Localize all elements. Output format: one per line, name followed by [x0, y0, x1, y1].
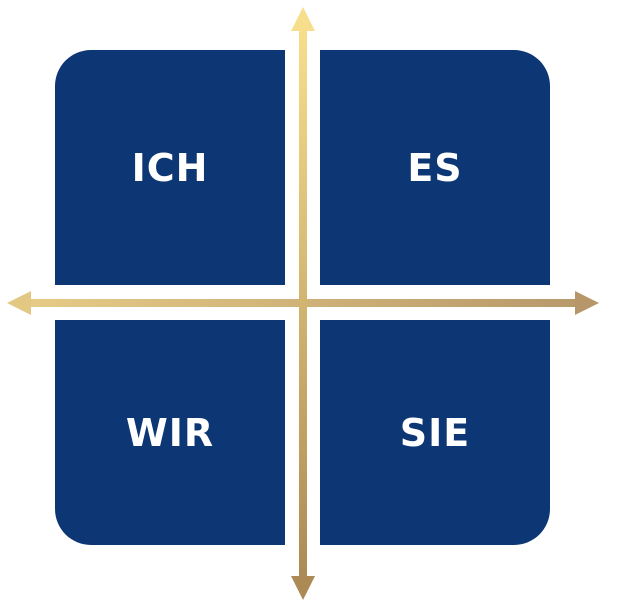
quadrant-label: ES — [407, 145, 463, 190]
quadrant-label: SIE — [399, 410, 471, 455]
quadrant-label: ICH — [131, 145, 209, 190]
vertical-axis-arrow — [291, 7, 315, 600]
quadrant-sie: SIE — [320, 320, 550, 545]
horizontal-axis-arrow — [7, 291, 599, 315]
quadrant-es: ES — [320, 50, 550, 285]
quadrant-ich: ICH — [55, 50, 285, 285]
quadrant-label: WIR — [125, 410, 215, 455]
quadrant-wir: WIR — [55, 320, 285, 545]
